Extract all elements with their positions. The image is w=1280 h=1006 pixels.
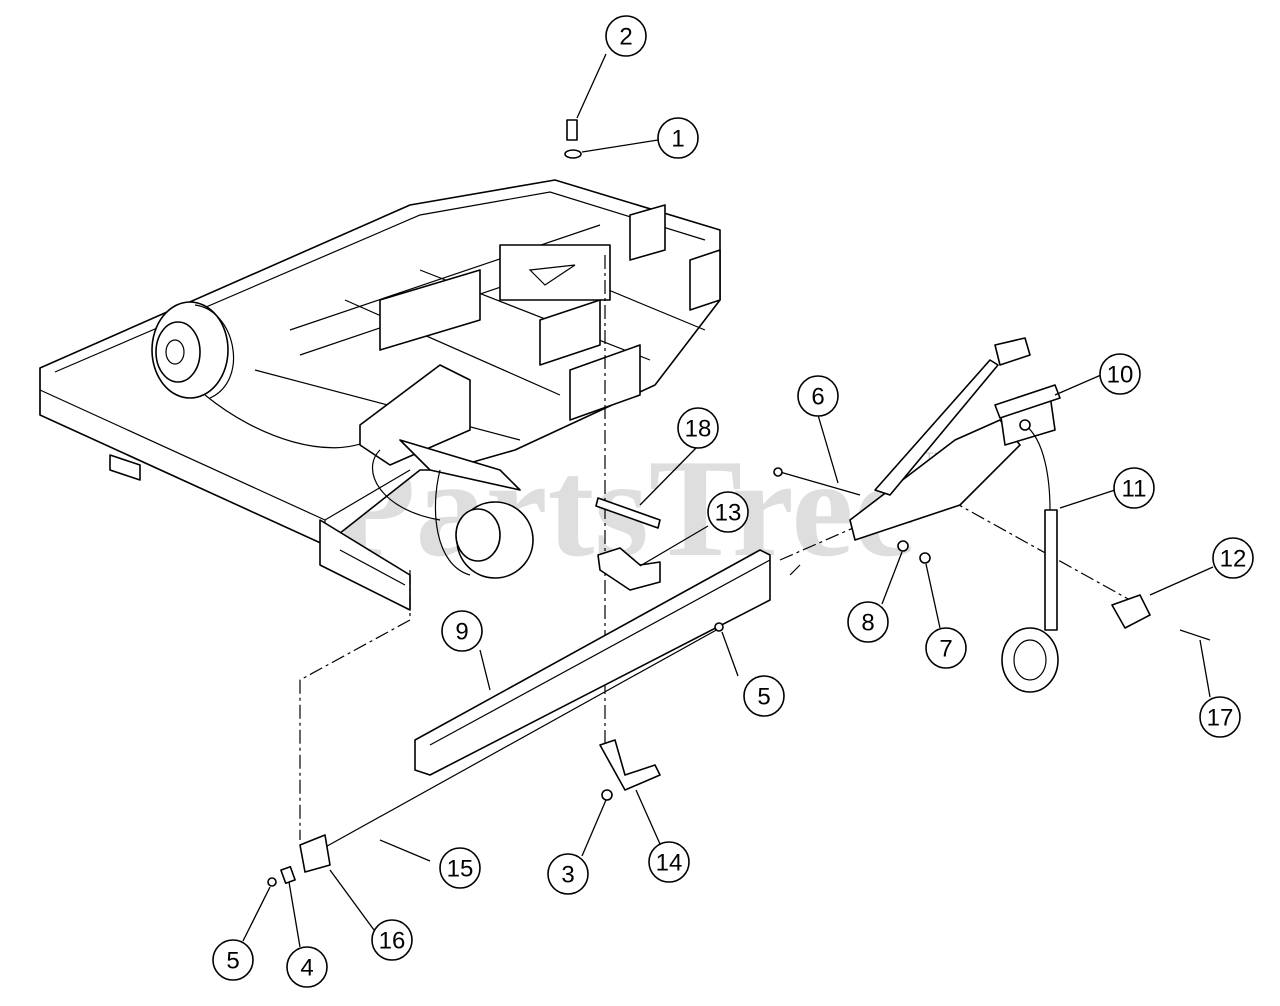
callout-circle xyxy=(677,407,719,449)
callout-circle xyxy=(1199,696,1241,738)
callout-label: 1 xyxy=(671,126,684,153)
callout-circle xyxy=(847,601,889,643)
part-13-bracket xyxy=(597,547,661,591)
part-6-bolt xyxy=(773,467,861,496)
callout-circle xyxy=(547,853,589,895)
callout-18: 18 xyxy=(677,407,719,449)
callout-5: 5 xyxy=(212,939,254,981)
callout-label: 17 xyxy=(1207,705,1234,732)
bolt-and-washer xyxy=(564,119,582,159)
part-11-jack-wheel xyxy=(1001,419,1059,693)
callout-circle xyxy=(925,627,967,669)
callout-10: 10 xyxy=(1099,353,1141,395)
callout-circle xyxy=(797,375,839,417)
part-18-plate xyxy=(595,497,661,529)
callout-7: 7 xyxy=(925,627,967,669)
callout-11: 11 xyxy=(1113,467,1155,509)
callout-circle xyxy=(371,919,413,961)
callout-label: 16 xyxy=(379,928,406,955)
callout-13: 13 xyxy=(707,491,749,533)
leader-lines xyxy=(242,53,1214,948)
callout-2: 2 xyxy=(605,15,647,57)
callout-label: 3 xyxy=(561,862,574,889)
callout-circle xyxy=(439,847,481,889)
callout-label: 11 xyxy=(1122,476,1147,503)
callout-6: 6 xyxy=(797,375,839,417)
callout-label: 10 xyxy=(1107,362,1134,389)
callout-bubbles: 2 1 10 6 18 11 13 12 9 8 7 5 17 3 14 15 16 5 4 xyxy=(212,15,1254,988)
callout-label: 6 xyxy=(811,384,824,411)
callout-circle xyxy=(441,610,483,652)
callout-3: 3 xyxy=(547,853,589,895)
callout-label: 2 xyxy=(619,24,632,51)
callout-16: 16 xyxy=(371,919,413,961)
callout-1: 1 xyxy=(657,117,699,159)
callout-label: 12 xyxy=(1220,546,1247,573)
callout-label: 14 xyxy=(656,850,683,877)
callout-label: 13 xyxy=(715,500,742,527)
callout-12: 12 xyxy=(1212,537,1254,579)
part-14-bracket xyxy=(599,739,661,801)
callout-9: 9 xyxy=(441,610,483,652)
part-15-rod xyxy=(319,622,724,851)
callout-label: 9 xyxy=(455,619,468,646)
callout-circle xyxy=(286,946,328,988)
callout-label: 15 xyxy=(447,856,474,883)
callout-circle xyxy=(1212,537,1254,579)
callout-14: 14 xyxy=(648,841,690,883)
callout-5: 5 xyxy=(743,675,785,717)
callout-15: 15 xyxy=(439,847,481,889)
callout-4: 4 xyxy=(286,946,328,988)
part-16-bracket xyxy=(299,834,331,873)
part-17-pin xyxy=(1179,629,1211,641)
callout-label: 8 xyxy=(861,610,874,637)
callout-label: 5 xyxy=(757,684,770,711)
bottom-hardware xyxy=(267,865,296,887)
part-12-clip xyxy=(1111,594,1151,629)
callout-8: 8 xyxy=(847,601,889,643)
nuts-7-8 xyxy=(897,540,931,564)
callout-circle xyxy=(657,117,699,159)
callout-circle xyxy=(1113,467,1155,509)
part-9-rail xyxy=(414,549,771,776)
callout-circle xyxy=(212,939,254,981)
callout-circle xyxy=(1099,353,1141,395)
callout-circle xyxy=(648,841,690,883)
callout-circle xyxy=(707,491,749,533)
callout-circle xyxy=(743,675,785,717)
callout-label: 5 xyxy=(226,948,239,975)
callout-label: 18 xyxy=(685,416,712,443)
callout-17: 17 xyxy=(1199,696,1241,738)
deck-frame xyxy=(39,179,721,611)
callout-circle xyxy=(605,15,647,57)
part-10-hitch xyxy=(849,337,1061,541)
callout-label: 7 xyxy=(939,636,952,663)
callout-label: 4 xyxy=(300,955,313,982)
